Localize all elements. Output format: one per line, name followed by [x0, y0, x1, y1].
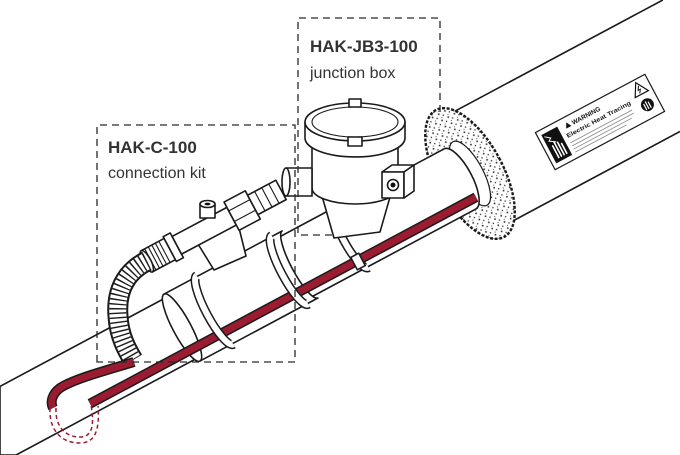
- connection-kit-code: HAK-C-100: [108, 138, 197, 157]
- bolt-icon: [199, 199, 216, 219]
- no-touch-icon: [640, 98, 654, 112]
- electric-hazard-icon: [634, 81, 650, 99]
- pipe-strap-right: [265, 231, 311, 310]
- gland-fitting: [246, 179, 287, 216]
- heating-cable: [87, 192, 479, 409]
- connection-kit: [139, 179, 287, 273]
- junction-box: [281, 98, 415, 239]
- junction-box-code: HAK-JB3-100: [310, 37, 418, 56]
- clamp-screw-housing: [349, 252, 367, 271]
- connection-kit-callout-frame: [96, 124, 296, 363]
- junction-box-right-port: [381, 164, 415, 199]
- warning-triangle-icon: [566, 122, 572, 129]
- hand-shock-icon: [541, 126, 573, 164]
- junction-box-callout-frame: [297, 17, 441, 236]
- flexible-conduit: [107, 251, 153, 366]
- junction-box-name: junction box: [309, 65, 395, 82]
- heating-cable-loop: [46, 357, 136, 444]
- junction-box-lid: [304, 102, 406, 142]
- connection-kit-name: connection kit: [108, 165, 206, 182]
- pipe-strap-left: [190, 271, 236, 350]
- lid-knob: [348, 98, 362, 108]
- junction-box-left-port: [281, 167, 313, 197]
- fine-print: [570, 109, 634, 153]
- lid-front-tab: [347, 136, 363, 147]
- warning-label: WARNING Electric Heat Tracing: [534, 73, 666, 171]
